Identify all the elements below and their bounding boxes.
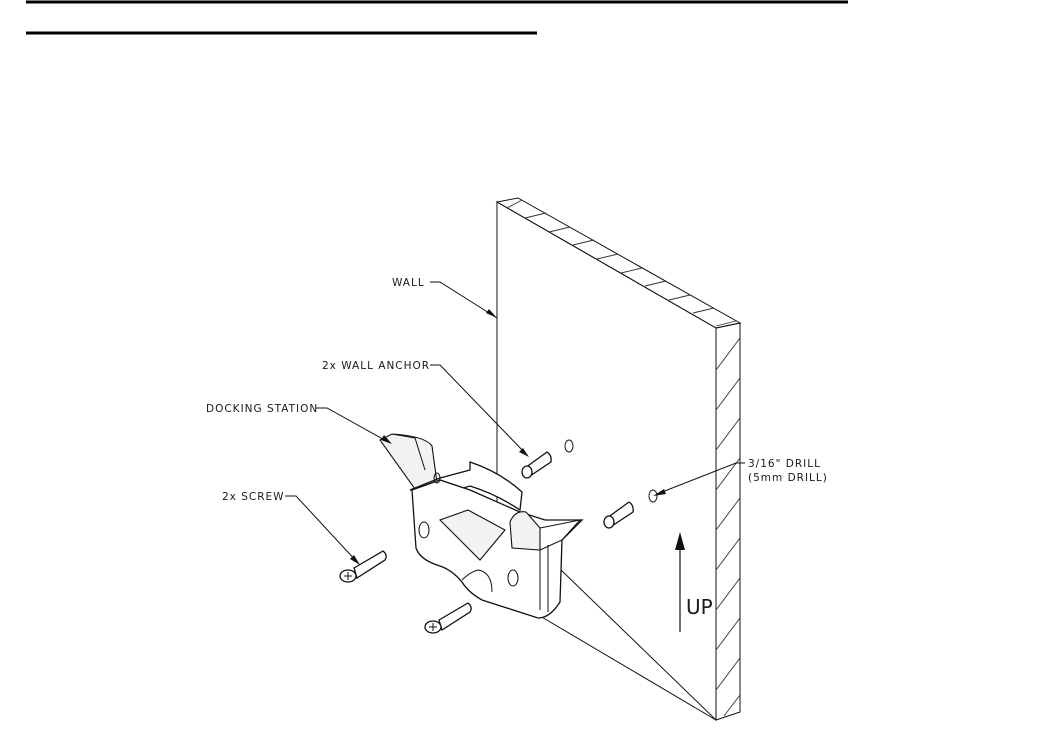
wall-top-hatching <box>507 200 736 326</box>
drill-hole-icon <box>565 440 573 452</box>
wall-panel <box>497 198 740 720</box>
wall-anchor-icon <box>604 502 633 528</box>
screw-icon <box>425 603 471 633</box>
up-arrow-icon <box>675 532 685 632</box>
wall-anchor-label: 2x WALL ANCHOR <box>322 360 430 372</box>
wall-anchor-icon <box>522 452 551 478</box>
docking-station-label: DOCKING STATION <box>206 403 318 415</box>
drill-label-line2: (5mm DRILL) <box>748 472 828 484</box>
drill-label-line1: 3/16" DRILL <box>748 458 821 470</box>
screw-icon <box>340 551 386 582</box>
wall-label: WALL <box>392 277 425 289</box>
wall-side-hatching <box>716 338 740 716</box>
up-label: UP <box>686 595 713 619</box>
screw-label: 2x SCREW <box>222 491 285 503</box>
